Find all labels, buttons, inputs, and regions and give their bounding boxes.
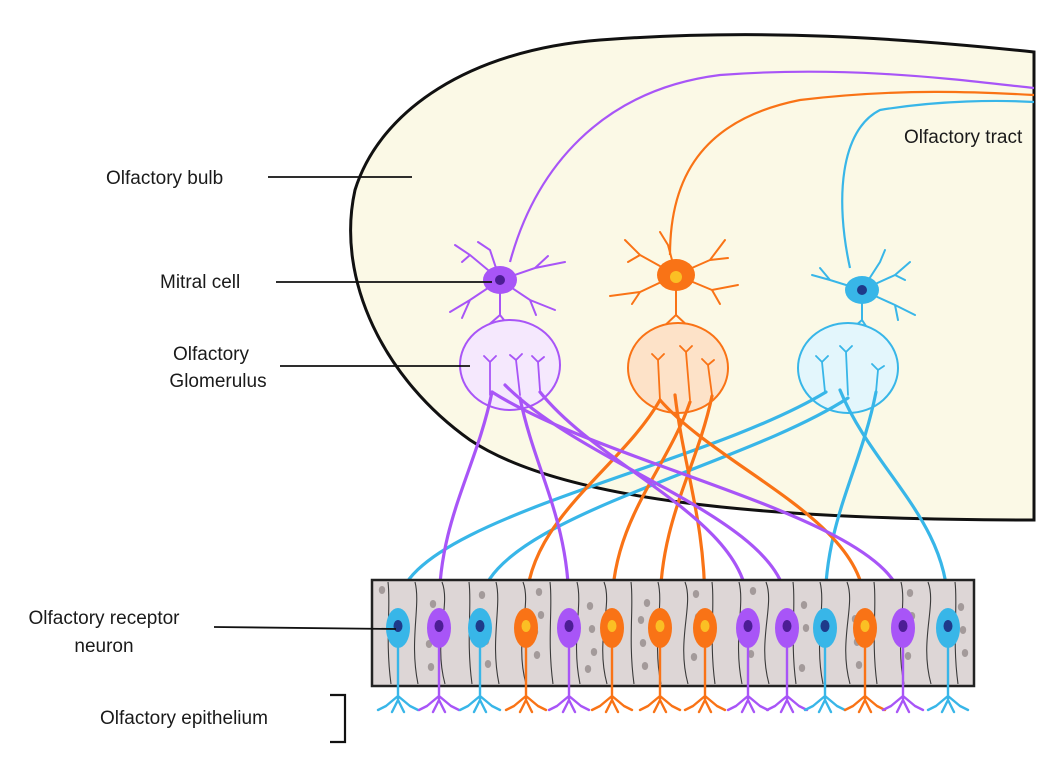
- epithelium-speckle: [479, 591, 485, 599]
- receptor-nucleus-purple: [899, 620, 908, 632]
- olfactory-tract-label: Olfactory tract: [904, 127, 1023, 148]
- epithelium-speckle: [428, 663, 434, 671]
- glomerulus-label-line2: Glomerulus: [169, 371, 266, 392]
- epithelium-speckle: [591, 648, 597, 656]
- olfactory-bulb-label: Olfactory bulb: [106, 168, 223, 189]
- receptor-nucleus-blue: [394, 620, 403, 632]
- epithelium-speckle: [856, 661, 862, 669]
- epithelium-speckle: [960, 626, 966, 634]
- epithelium-speckle: [905, 652, 911, 660]
- epithelium-speckle: [430, 600, 436, 608]
- epithelium-speckle: [587, 602, 593, 610]
- orange-glomerulus: [628, 323, 728, 413]
- epithelium-speckle: [691, 653, 697, 661]
- epithelium-speckle: [534, 651, 540, 659]
- epithelium-speckle: [962, 649, 968, 657]
- receptor-neuron-label-line2: neuron: [74, 636, 133, 657]
- receptor-nucleus-purple: [744, 620, 753, 632]
- olfactory-epithelium-band: [372, 580, 974, 686]
- epithelium-speckle: [799, 664, 805, 672]
- epithelium-speckle: [638, 616, 644, 624]
- receptor-nucleus-blue: [821, 620, 830, 632]
- receptor-neuron-label-line1: Olfactory receptor: [29, 608, 181, 629]
- receptor-nucleus-orange: [861, 620, 870, 632]
- epithelium-speckle: [644, 599, 650, 607]
- receptor-neuron-leader: [214, 627, 396, 629]
- glomerulus-label-line1: Olfactory: [173, 344, 250, 365]
- epithelium-speckle: [640, 639, 646, 647]
- epithelium-speckle: [958, 603, 964, 611]
- epithelium-speckle: [642, 662, 648, 670]
- epithelium-speckle: [750, 587, 756, 595]
- receptor-nucleus-purple: [783, 620, 792, 632]
- epithelium-speckle: [907, 589, 913, 597]
- epithelium-speckle: [693, 590, 699, 598]
- mitral-cell-label: Mitral cell: [160, 272, 240, 293]
- receptor-nucleus-orange: [608, 620, 617, 632]
- olfactory-epithelium-label: Olfactory epithelium: [100, 708, 268, 729]
- epithelium-speckle: [801, 601, 807, 609]
- receptor-nucleus-orange: [522, 620, 531, 632]
- epithelium-speckle: [803, 624, 809, 632]
- receptor-nucleus-blue: [944, 620, 953, 632]
- epithelium-speckle: [538, 611, 544, 619]
- epithelium-bracket: [330, 695, 345, 742]
- receptor-nucleus-blue: [476, 620, 485, 632]
- receptor-nucleus-orange: [656, 620, 665, 632]
- receptor-nucleus-purple: [565, 620, 574, 632]
- receptor-nucleus-purple: [435, 620, 444, 632]
- epithelium-speckle: [485, 660, 491, 668]
- epithelium-speckle: [589, 625, 595, 633]
- epithelium-speckle: [379, 586, 385, 594]
- epithelium-speckle: [536, 588, 542, 596]
- receptor-nucleus-orange: [701, 620, 710, 632]
- epithelium-speckle: [585, 665, 591, 673]
